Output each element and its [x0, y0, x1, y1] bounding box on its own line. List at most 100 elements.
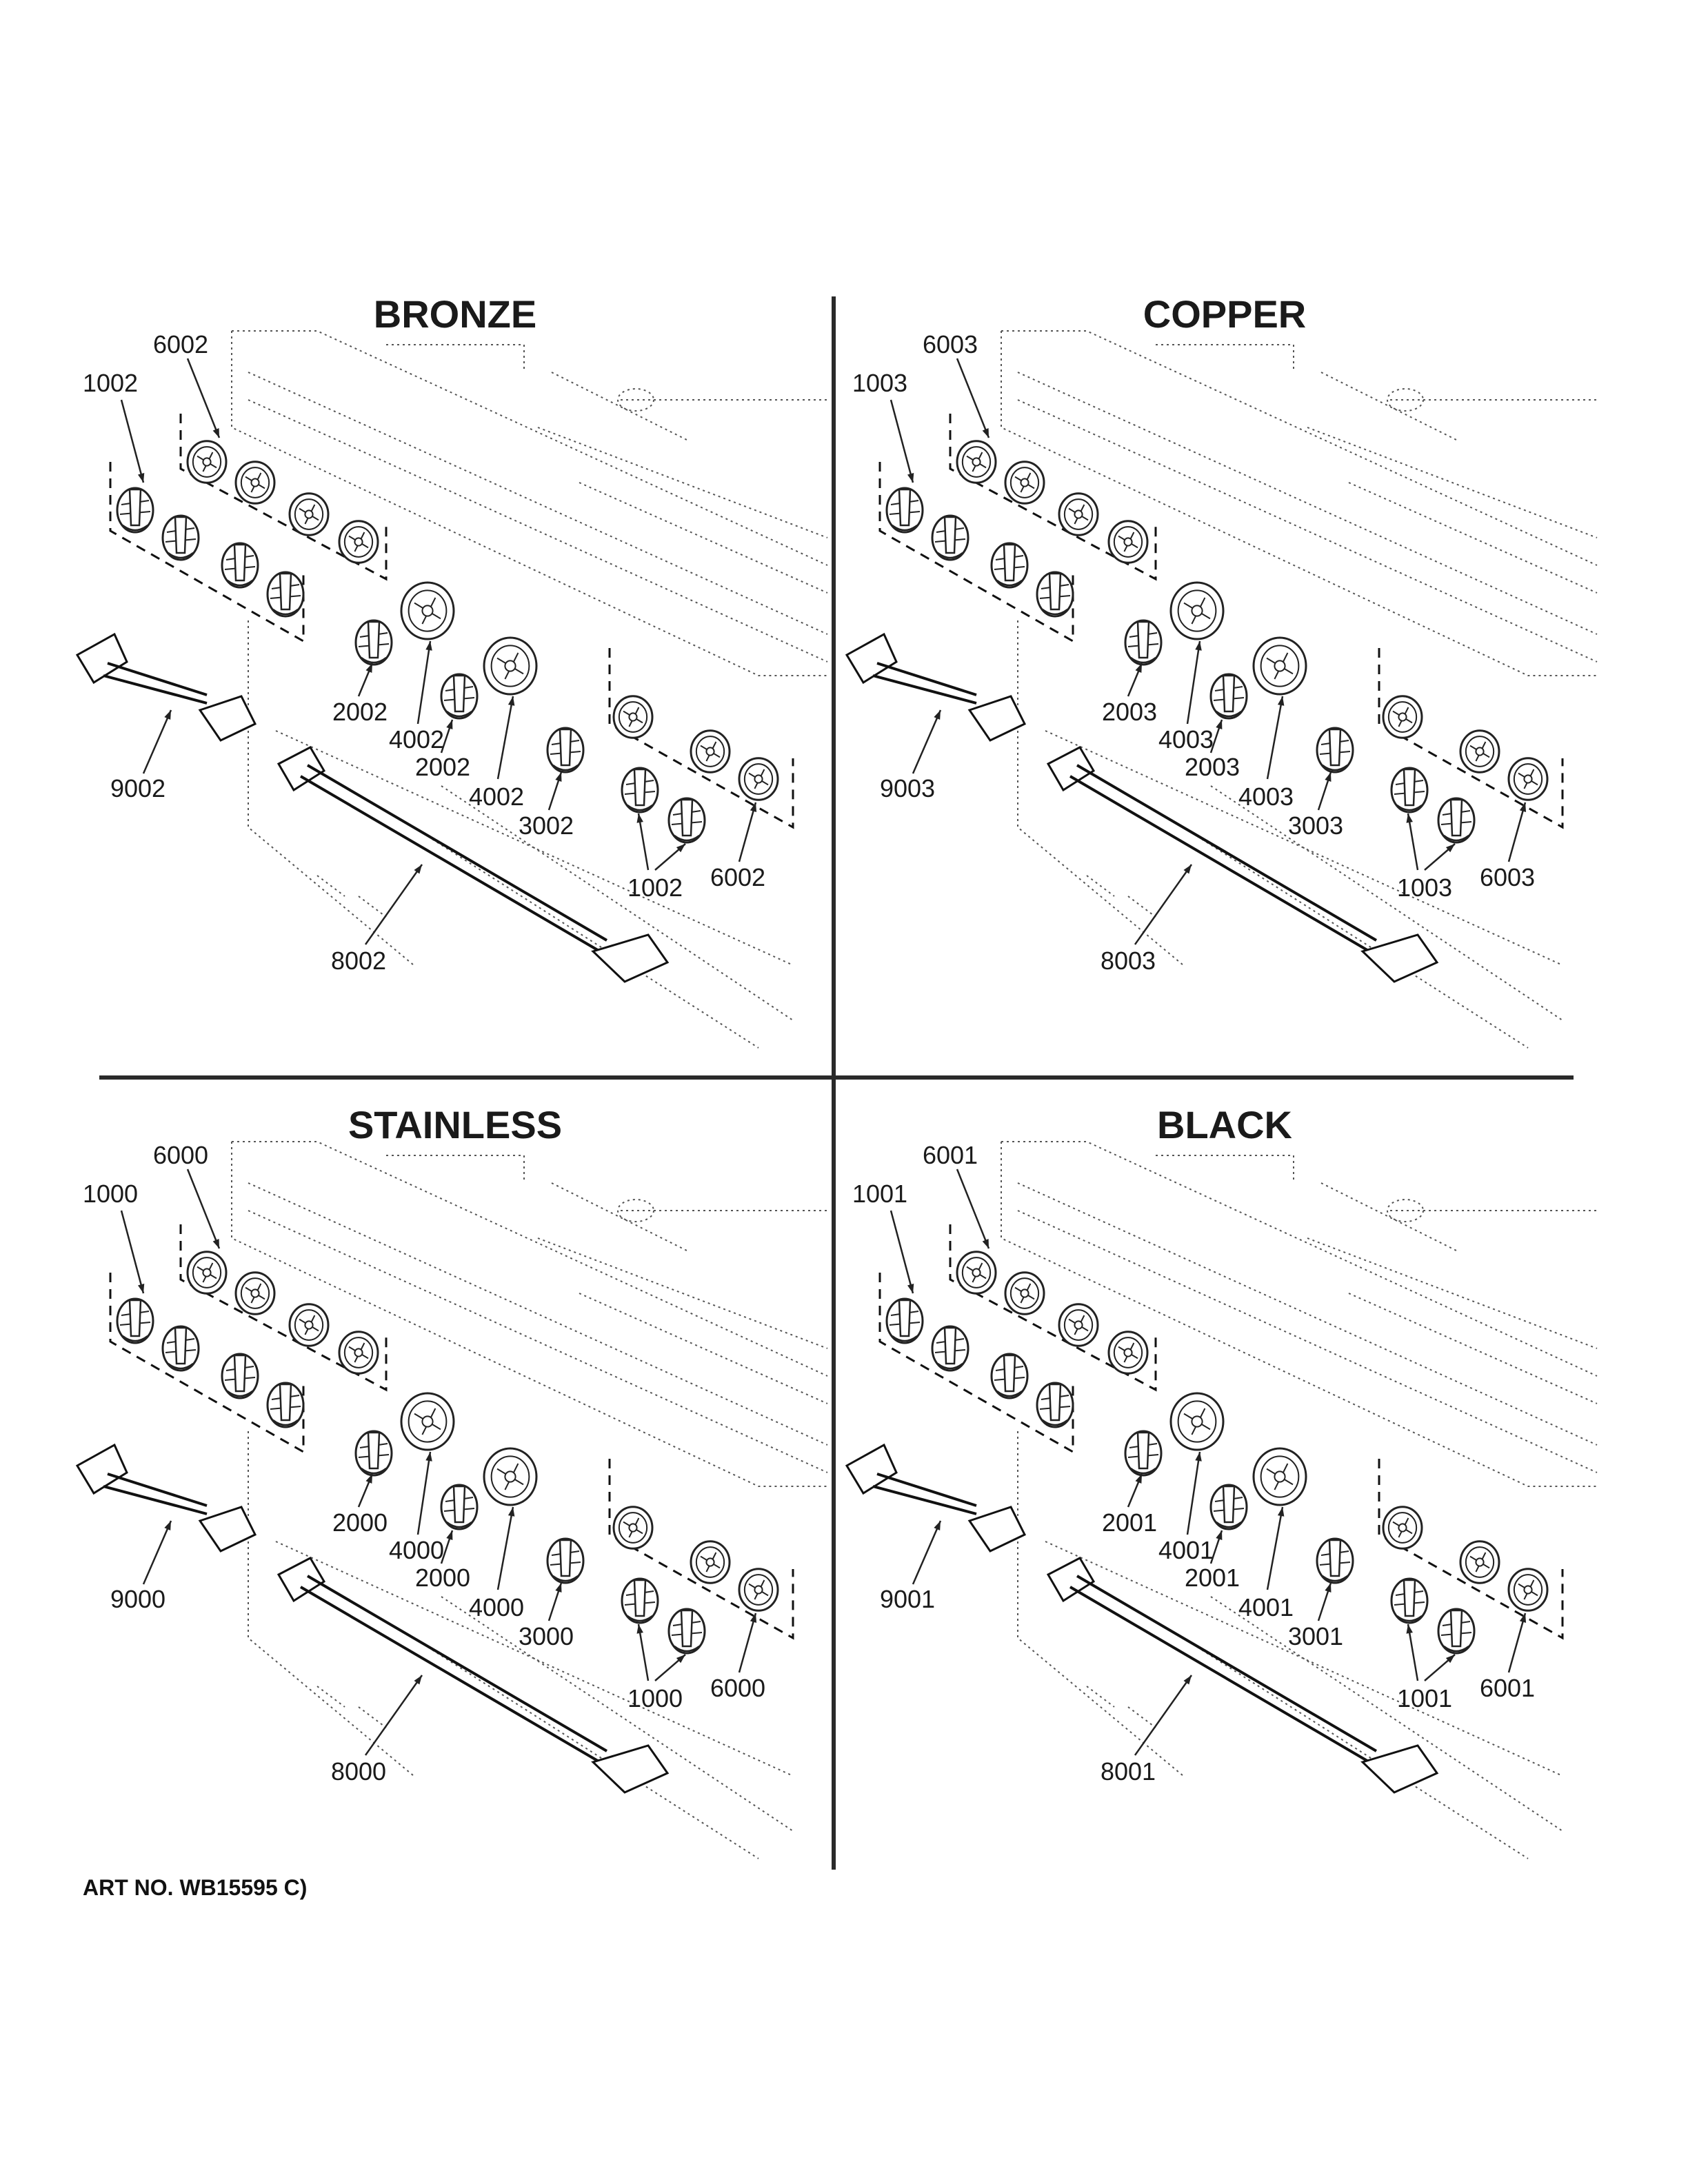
- knob-ring: [234, 1271, 276, 1315]
- control-knob: [1390, 767, 1429, 813]
- callout-center-knob: 2001: [1102, 1508, 1157, 1537]
- callout-knob-ring: 6001: [1480, 1674, 1535, 1702]
- control-knob: [990, 542, 1029, 589]
- callout-small-knob: 3003: [1288, 811, 1343, 840]
- callout-knob-ring: 6001: [923, 1141, 978, 1169]
- knob-ring: [1058, 1303, 1099, 1347]
- callout-short-handle: 9001: [880, 1585, 935, 1613]
- knob-ring: [1507, 757, 1549, 801]
- knob-ring: [690, 729, 731, 774]
- control-knob: [1437, 1608, 1476, 1655]
- panel-title: COPPER: [1143, 292, 1307, 336]
- knob-ring: [234, 461, 276, 505]
- callout-center-knob: 2003: [1185, 753, 1240, 781]
- control-knob: [161, 514, 200, 561]
- center-control-knob: [1209, 673, 1248, 720]
- callout-center-knob: 2003: [1102, 698, 1157, 726]
- callout-small-knob: 3000: [519, 1622, 574, 1650]
- control-knob: [885, 1297, 924, 1344]
- center-ring: [400, 1392, 455, 1451]
- knob-ring: [1058, 492, 1099, 536]
- small-control-knob: [546, 1537, 585, 1584]
- center-control-knob: [354, 619, 393, 666]
- knob-ring: [738, 757, 779, 801]
- control-knob: [667, 1608, 706, 1655]
- panel-bronze: BRONZE6002100290022002400220024002300210…: [75, 292, 828, 1049]
- knob-ring: [1107, 1331, 1149, 1375]
- long-handle: [277, 746, 670, 983]
- control-knob: [266, 571, 305, 618]
- small-control-knob: [1316, 727, 1354, 774]
- callout-center-knob: 2000: [415, 1564, 470, 1592]
- callout-small-knob: 3001: [1288, 1622, 1343, 1650]
- callout-knob-ring: 6002: [710, 863, 765, 891]
- center-control-knob: [354, 1430, 393, 1477]
- callout-knob-ring: 6003: [1480, 863, 1535, 891]
- knob-ring: [612, 695, 654, 739]
- knob-ring: [186, 1251, 228, 1295]
- knob-ring: [1004, 1271, 1045, 1315]
- callout-knob: 1000: [83, 1180, 138, 1208]
- knob-ring: [1459, 729, 1500, 774]
- callout-knob: 1001: [852, 1180, 907, 1208]
- callout-knob: 1002: [83, 369, 138, 397]
- panel-black: BLACK60011001900120014001200140013001100…: [845, 1103, 1598, 1859]
- center-control-knob: [440, 673, 479, 720]
- short-handle: [75, 632, 257, 742]
- control-knob: [221, 1353, 259, 1399]
- long-handle: [1046, 746, 1439, 983]
- knob-ring: [1459, 1540, 1500, 1584]
- range-body-outline: [1001, 1141, 1598, 1859]
- control-knob: [116, 487, 154, 534]
- callout-long-handle: 8003: [1101, 947, 1156, 975]
- knob-ring: [1507, 1568, 1549, 1612]
- center-control-knob: [1124, 1430, 1163, 1477]
- callout-long-handle: 8001: [1101, 1757, 1156, 1786]
- callout-knob: 1003: [1397, 873, 1452, 902]
- callout-center-ring: 4003: [1238, 782, 1294, 811]
- callout-short-handle: 9003: [880, 774, 935, 802]
- long-handle: [277, 1557, 670, 1794]
- callout-knob-ring: 6000: [710, 1674, 765, 1702]
- callout-knob-ring: 6000: [153, 1141, 208, 1169]
- horizontal-divider: [99, 1075, 1574, 1080]
- center-ring: [1169, 1392, 1225, 1451]
- knob-ring: [956, 1251, 997, 1295]
- control-knob: [990, 1353, 1029, 1399]
- callout-center-ring: 4000: [469, 1593, 524, 1621]
- control-knob: [621, 1577, 659, 1624]
- center-ring: [1252, 636, 1307, 696]
- callout-center-ring: 4002: [389, 725, 444, 754]
- knob-ring: [1382, 1506, 1423, 1550]
- callout-knob-ring: 6003: [923, 330, 978, 358]
- callout-short-handle: 9000: [110, 1585, 165, 1613]
- control-knob: [621, 767, 659, 813]
- control-knob: [1437, 797, 1476, 844]
- range-body-outline: [231, 1141, 828, 1859]
- knob-ring: [1004, 461, 1045, 505]
- callout-knob: 1000: [627, 1684, 683, 1712]
- center-control-knob: [1124, 619, 1163, 666]
- panel-title: BRONZE: [374, 292, 536, 336]
- callout-long-handle: 8000: [331, 1757, 386, 1786]
- panel-stainless: STAINLESS6000100090002000400020004000300…: [75, 1103, 828, 1859]
- range-body-outline: [231, 330, 828, 1049]
- short-handle: [845, 632, 1027, 742]
- callout-long-handle: 8002: [331, 947, 386, 975]
- range-body-outline: [1001, 330, 1598, 1049]
- control-knob: [1036, 571, 1074, 618]
- control-knob: [161, 1325, 200, 1372]
- callout-knob-ring: 6002: [153, 330, 208, 358]
- short-handle: [845, 1443, 1027, 1553]
- callout-center-ring: 4000: [389, 1536, 444, 1564]
- panel-title: BLACK: [1157, 1103, 1292, 1146]
- control-knob: [221, 542, 259, 589]
- callout-center-ring: 4001: [1238, 1593, 1294, 1621]
- art-number: ART NO. WB15595 C): [83, 1875, 308, 1900]
- callout-knob: 1003: [852, 369, 907, 397]
- short-handle: [75, 1443, 257, 1553]
- callout-center-knob: 2001: [1185, 1564, 1240, 1592]
- long-handle: [1046, 1557, 1439, 1794]
- knob-ring: [956, 440, 997, 484]
- center-control-knob: [440, 1484, 479, 1530]
